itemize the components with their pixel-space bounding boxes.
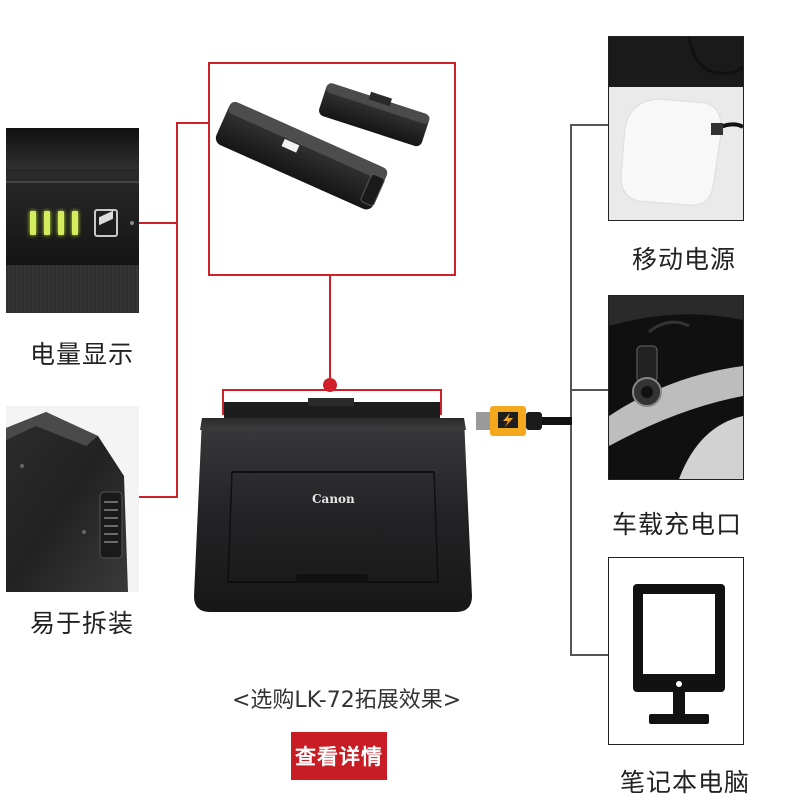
optional-accessory-note: <选购LK-72拓展效果> [232,688,462,713]
monitor-icon [633,584,725,724]
connector-line [139,496,178,498]
connector-line [329,272,331,384]
connector-line [570,389,608,391]
car-socket-image [609,296,743,479]
printer-brand-logo: Canon [312,492,355,506]
printer-image: Canon [192,396,474,618]
connector-line [176,122,210,124]
usb-cable [476,402,576,438]
printer-body [194,398,472,612]
battery-icon [94,209,118,237]
caption-car-charger: 车载充电口 [612,510,743,539]
laptop-photo [608,557,744,745]
mobile-power-photo [608,36,744,221]
battery-led [44,211,50,235]
battery-led [30,211,36,235]
connector-dot [323,378,337,392]
battery-pack-image [215,83,430,210]
power-bank-image [609,37,743,220]
caption-mobile-power: 移动电源 [632,245,737,274]
view-details-button[interactable]: 查看详情 [291,732,387,780]
connector-line [139,222,178,224]
connector-line [570,654,608,656]
car-charger-photo [608,295,744,480]
battery-pack-frame [208,62,456,276]
connector-line [570,124,608,126]
battery-side-image [6,406,139,592]
caption-battery-display: 电量显示 [30,340,135,369]
battery-led [72,211,78,235]
connector-line [176,122,178,498]
battery-removal-photo [6,406,139,592]
battery-indicator-photo [6,128,139,313]
battery-slot-highlight [222,389,442,415]
caption-laptop: 笔记本电脑 [620,768,751,797]
caption-easy-removal: 易于拆装 [30,609,135,638]
battery-led [58,211,64,235]
